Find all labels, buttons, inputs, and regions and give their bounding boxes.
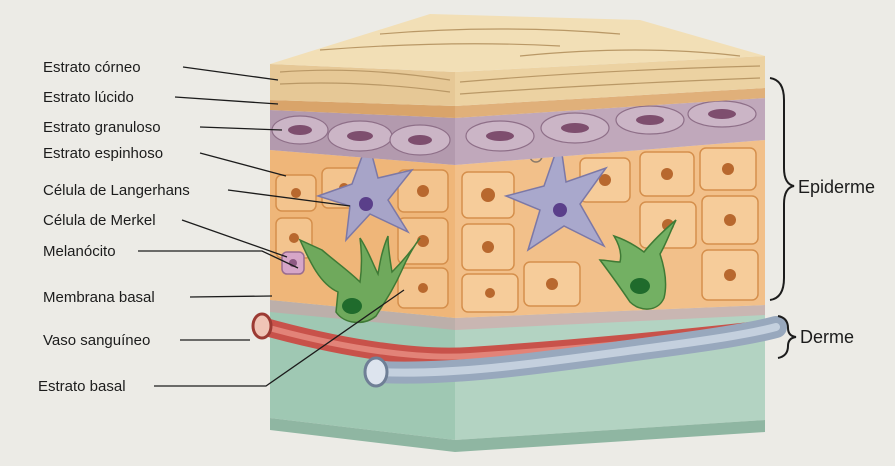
cell-nucleus xyxy=(289,233,299,243)
label-estrato-granuloso: Estrato granuloso xyxy=(43,119,161,136)
cell-nucleus xyxy=(724,269,736,281)
granular-nucleus xyxy=(561,123,589,133)
cell-nucleus xyxy=(724,214,736,226)
label-estrato-lucido: Estrato lúcido xyxy=(43,89,134,106)
label-melanocito: Melanócito xyxy=(43,243,116,260)
cell-nucleus xyxy=(481,188,495,202)
langerhans-nucleus xyxy=(359,197,373,211)
cell-nucleus xyxy=(485,288,495,298)
label-vaso-sanguineo: Vaso sanguíneo xyxy=(43,332,150,349)
langerhans-nucleus xyxy=(553,203,567,217)
artery-opening xyxy=(253,314,271,338)
label-estrato-corneo: Estrato córneo xyxy=(43,59,141,76)
melanocyte-nucleus xyxy=(630,278,650,294)
cell-nucleus xyxy=(722,163,734,175)
granular-nucleus xyxy=(408,135,432,145)
granular-nucleus xyxy=(288,125,312,135)
cell-nucleus xyxy=(291,188,301,198)
granular-nucleus xyxy=(636,115,664,125)
cell-nucleus xyxy=(661,168,673,180)
label-estrato-espinhoso: Estrato espinhoso xyxy=(43,145,163,162)
label-celula-merkel: Célula de Merkel xyxy=(43,212,156,229)
label-celula-langerhans: Célula de Langerhans xyxy=(43,182,190,199)
granular-nucleus xyxy=(347,131,373,141)
granular-nucleus xyxy=(486,131,514,141)
label-membrana-basal: Membrana basal xyxy=(43,289,155,306)
cell-nucleus xyxy=(418,283,428,293)
label-estrato-basal: Estrato basal xyxy=(38,378,126,395)
granular-nucleus xyxy=(708,109,736,119)
vein-opening xyxy=(365,358,387,386)
cell-nucleus xyxy=(482,241,494,253)
cell-nucleus xyxy=(417,185,429,197)
label-epiderme: Epiderme xyxy=(798,177,875,197)
melanocyte-nucleus xyxy=(342,298,362,314)
label-derme: Derme xyxy=(800,327,854,347)
cell-nucleus xyxy=(546,278,558,290)
